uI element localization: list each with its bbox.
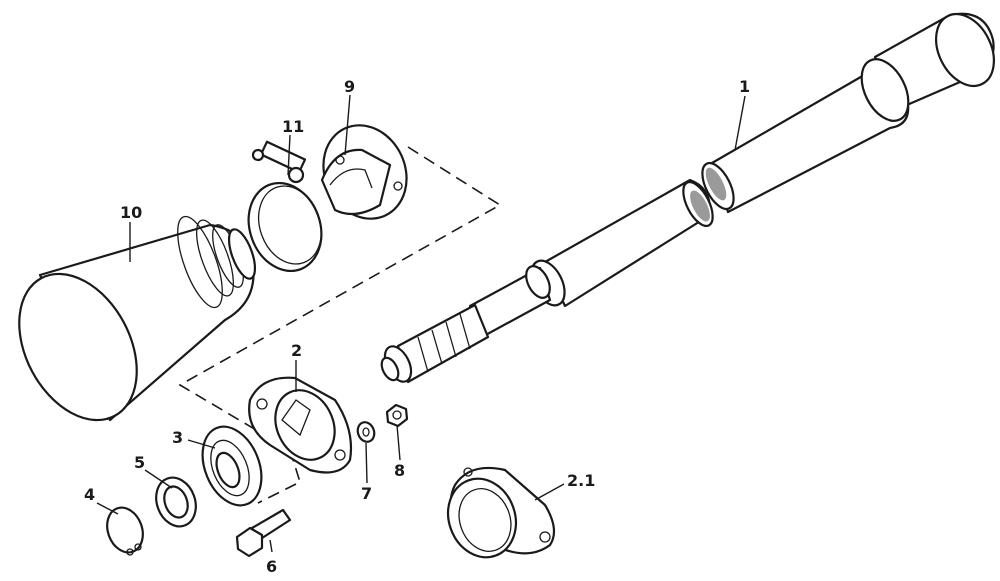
circlip [106,506,144,556]
hex-nut [385,403,409,428]
protective-cone-boot [18,215,257,422]
label-part-5: 5 [134,453,145,472]
label-part-6: 6 [266,557,277,576]
bracket-flange [320,124,408,220]
label-part-2: 2 [291,341,302,360]
label-part-9: 9 [344,77,355,96]
label-part-11: 11 [282,117,304,136]
ball-bearing [201,425,263,507]
label-part-4: 4 [84,485,95,504]
leader-lines [96,94,746,553]
label-part-8: 8 [394,461,405,480]
label-part-2-1: 2.1 [567,471,595,490]
lock-washer [356,421,376,443]
washer [155,476,197,528]
label-part-7: 7 [361,484,372,503]
label-part-1: 1 [739,77,750,96]
bearing-flange [248,376,353,474]
alternative-bearing-flange [447,466,556,559]
hex-bolt [235,508,292,558]
part-labels: 1 9 11 10 2 3 5 4 6 7 8 2.1 [84,77,750,576]
label-part-3: 3 [172,428,183,447]
label-part-10: 10 [120,203,142,222]
hose-clamp [247,140,323,273]
drive-shaft [380,12,995,384]
